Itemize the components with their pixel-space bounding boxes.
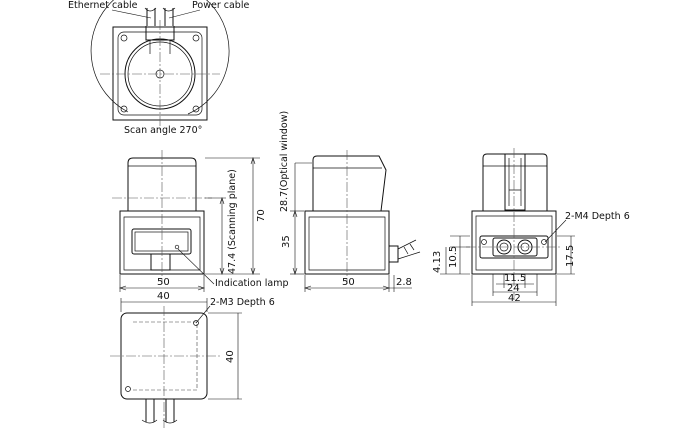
- dim-bottom-depth: 40: [225, 350, 236, 363]
- front-view: [112, 150, 260, 292]
- dim-rear-11-5: 11.5: [504, 273, 527, 284]
- dim-front-height: 70: [256, 209, 267, 222]
- dim-rear-4-13: 4.13: [432, 250, 443, 273]
- indication-lamp: [174, 244, 180, 250]
- dim-side-width: 50: [342, 277, 355, 288]
- dim-bottom-width: 40: [157, 291, 170, 302]
- side-dome: [312, 155, 387, 212]
- dim-front-width: 50: [157, 277, 170, 288]
- m4-depth-label: 2-M4 Depth 6: [565, 211, 630, 222]
- dim-side-height: 35: [281, 235, 292, 248]
- front-window: [131, 228, 192, 255]
- m3-depth-label: 2-M3 Depth 6: [210, 297, 275, 308]
- scan-arc: [90, 0, 230, 115]
- scan-angle-label: Scan angle 270°: [124, 125, 203, 136]
- top-view: [90, 0, 230, 130]
- side-view: [290, 150, 421, 292]
- indication-lamp-label: Indication lamp: [215, 278, 289, 289]
- rear-dome: [482, 153, 548, 211]
- dim-side-offset: 2.8: [396, 277, 412, 288]
- dim-rear-17-5: 17.5: [565, 244, 576, 267]
- bottom-view: [110, 298, 242, 428]
- side-base: [304, 210, 390, 275]
- cables-bottom: [145, 399, 175, 422]
- rear-base: [471, 210, 557, 275]
- optical-window-label: 28.7(Optical window): [279, 110, 290, 212]
- rear-view: [440, 148, 575, 306]
- scanning-plane-label: 47.4 (Scanning plane): [227, 169, 238, 274]
- power-cable-label: Power cable: [192, 0, 250, 11]
- ethernet-cable-label: Ethernet cable: [68, 0, 138, 11]
- dim-rear-10-5: 10.5: [448, 245, 459, 268]
- dim-rear-24: 24: [507, 283, 520, 294]
- dim-rear-42: 42: [508, 293, 521, 304]
